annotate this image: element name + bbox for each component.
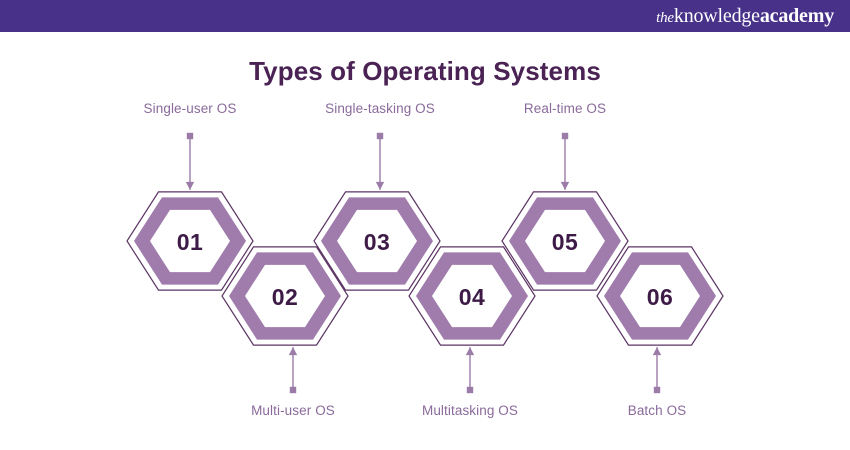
hexagon-core — [337, 209, 417, 273]
connectors-layer — [185, 132, 662, 394]
hexagon-node-02[interactable]: 02 — [221, 246, 349, 346]
hexagon-core — [245, 264, 325, 328]
connector-dot — [561, 132, 569, 140]
logo-knowledge-text: knowledge — [673, 5, 760, 27]
connector-dot — [466, 386, 474, 394]
hexagon-node-04[interactable]: 04 — [408, 246, 536, 346]
connector-03 — [375, 132, 385, 190]
logo-academy-text: academy — [759, 5, 834, 27]
hexagon-number: 01 — [177, 229, 204, 255]
hexagon-node-01[interactable]: 01 — [126, 191, 254, 291]
connector-04 — [465, 347, 475, 394]
hexagon-core — [432, 264, 512, 328]
node-label-02: Multi-user OS — [251, 403, 335, 418]
connector-arrowhead — [288, 347, 298, 356]
connector-arrowhead — [652, 347, 662, 356]
node-label-04: Multitasking OS — [421, 403, 519, 418]
hexagon-number: 04 — [459, 284, 486, 310]
hexagon-node-03[interactable]: 03 — [313, 191, 441, 291]
page-title: Types of Operating Systems — [249, 56, 601, 86]
connector-06 — [652, 347, 662, 394]
connector-arrowhead — [185, 181, 195, 190]
connector-arrowhead — [375, 181, 385, 190]
hexagon-layer: 01 02 03 04 05 06 — [126, 191, 724, 346]
node-label-01: Single-user OS — [143, 101, 237, 116]
hexagon-number: 06 — [647, 284, 674, 310]
node-label-05: Real-time OS — [523, 101, 607, 116]
connector-dot — [289, 386, 297, 394]
node-label-03: Single-tasking OS — [325, 101, 435, 116]
node-label-06: Batch OS — [627, 403, 687, 418]
header-band: theknowledgeacademy — [0, 0, 850, 32]
connector-arrowhead — [465, 347, 475, 356]
connector-02 — [288, 347, 298, 394]
brand-logo: theknowledgeacademy — [656, 6, 834, 26]
connector-dot — [376, 132, 384, 140]
hexagon-core — [150, 209, 230, 273]
hexagon-core — [525, 209, 605, 273]
hexagon-node-05[interactable]: 05 — [501, 191, 629, 291]
header-divider — [0, 32, 850, 35]
hexagon-node-06[interactable]: 06 — [596, 246, 724, 346]
connector-arrowhead — [560, 181, 570, 190]
connector-01 — [185, 132, 195, 190]
hexagon-number: 05 — [552, 229, 579, 255]
hexagon-number: 02 — [272, 284, 299, 310]
hexagon-number: 03 — [364, 229, 391, 255]
connector-05 — [560, 132, 570, 190]
logo-the-text: the — [656, 10, 674, 26]
connector-dot — [186, 132, 194, 140]
connector-dot — [653, 386, 661, 394]
hexagon-core — [620, 264, 700, 328]
